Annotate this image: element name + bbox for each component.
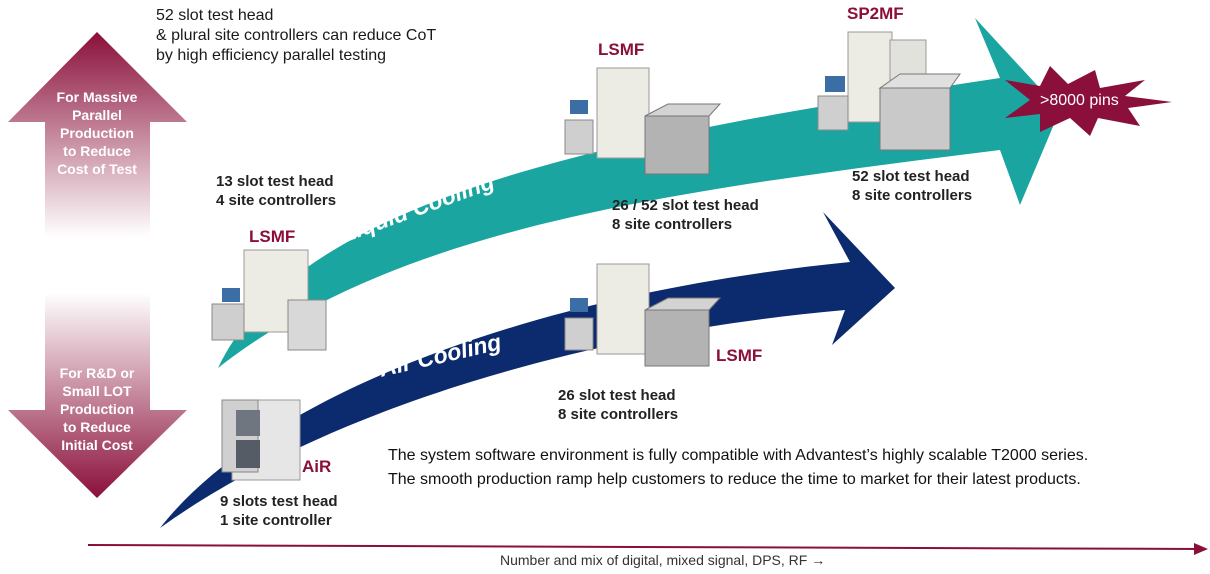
air-name: AiR bbox=[302, 457, 332, 476]
lsmf-26slot-name: LSMF bbox=[716, 346, 763, 365]
side-top-line: Production bbox=[60, 125, 134, 141]
side-bottom-line: Production bbox=[60, 401, 134, 417]
side-bottom-line: For R&D or bbox=[59, 365, 135, 381]
pins-burst-label: >8000 pins bbox=[1040, 92, 1119, 109]
lsmf-26-52slot-image bbox=[564, 67, 722, 175]
x-axis-arrowhead bbox=[1194, 543, 1208, 555]
air-system-image bbox=[221, 399, 301, 481]
caption-line: 52 slot test head bbox=[852, 168, 970, 185]
caption-line: 1 site controller bbox=[220, 512, 332, 529]
side-bottom-line: Small LOT bbox=[62, 383, 132, 399]
lsmf-26-52slot-name: LSMF bbox=[598, 40, 645, 59]
side-bottom-line: Initial Cost bbox=[61, 437, 133, 453]
sp2mf-name: SP2MF bbox=[847, 4, 904, 23]
caption-line: 8 site controllers bbox=[612, 216, 733, 233]
side-top-line: Parallel bbox=[72, 107, 122, 123]
intro-line-2: & plural site controllers can reduce CoT bbox=[156, 27, 437, 44]
caption-line: 8 site controllers bbox=[852, 187, 973, 204]
x-axis-label: Number and mix of digital, mixed signal,… bbox=[500, 552, 826, 568]
caption-line: 26 / 52 slot test head bbox=[612, 197, 759, 214]
sp2mf-image bbox=[817, 31, 961, 151]
side-arrow-bottom-text: For R&D or Small LOT Production to Reduc… bbox=[40, 364, 154, 454]
air-caption: 9 slots test head 1 site controller bbox=[220, 492, 338, 530]
caption-line: 4 site controllers bbox=[216, 192, 337, 209]
side-arrow-top-text: For Massive Parallel Production to Reduc… bbox=[40, 88, 154, 178]
air-cooling-arrow bbox=[160, 212, 895, 528]
compatibility-notes: The system software environment is fully… bbox=[388, 444, 1088, 492]
notes-line-2: The smooth production ramp help customer… bbox=[388, 471, 1081, 488]
intro-text: 52 slot test head & plural site controll… bbox=[156, 6, 436, 66]
side-double-arrow bbox=[8, 32, 187, 498]
sp2mf-caption: 52 slot test head 8 site controllers bbox=[852, 167, 972, 205]
caption-line: 8 site controllers bbox=[558, 406, 679, 423]
intro-line-3: by high efficiency parallel testing bbox=[156, 47, 387, 64]
notes-line-1: The system software environment is fully… bbox=[388, 447, 1089, 464]
lsmf-26slot-caption: 26 slot test head 8 site controllers bbox=[558, 386, 678, 424]
lsmf-13slot-image bbox=[211, 249, 327, 351]
caption-line: 13 slot test head bbox=[216, 173, 334, 190]
lsmf-26slot-image bbox=[564, 263, 722, 367]
lsmf-13slot-caption: 13 slot test head 4 site controllers bbox=[216, 172, 336, 210]
side-top-line: to Reduce bbox=[63, 143, 131, 159]
lsmf-13slot-name: LSMF bbox=[249, 227, 296, 246]
x-axis-line bbox=[87, 544, 1201, 550]
pins-burst bbox=[1005, 66, 1172, 136]
intro-line-1: 52 slot test head bbox=[156, 7, 274, 24]
caption-line: 9 slots test head bbox=[220, 493, 338, 510]
side-top-line: Cost of Test bbox=[57, 161, 137, 177]
side-top-line: For Massive bbox=[56, 89, 138, 105]
lsmf-26-52slot-caption: 26 / 52 slot test head 8 site controller… bbox=[612, 196, 759, 234]
side-bottom-line: to Reduce bbox=[63, 419, 131, 435]
caption-line: 26 slot test head bbox=[558, 387, 676, 404]
